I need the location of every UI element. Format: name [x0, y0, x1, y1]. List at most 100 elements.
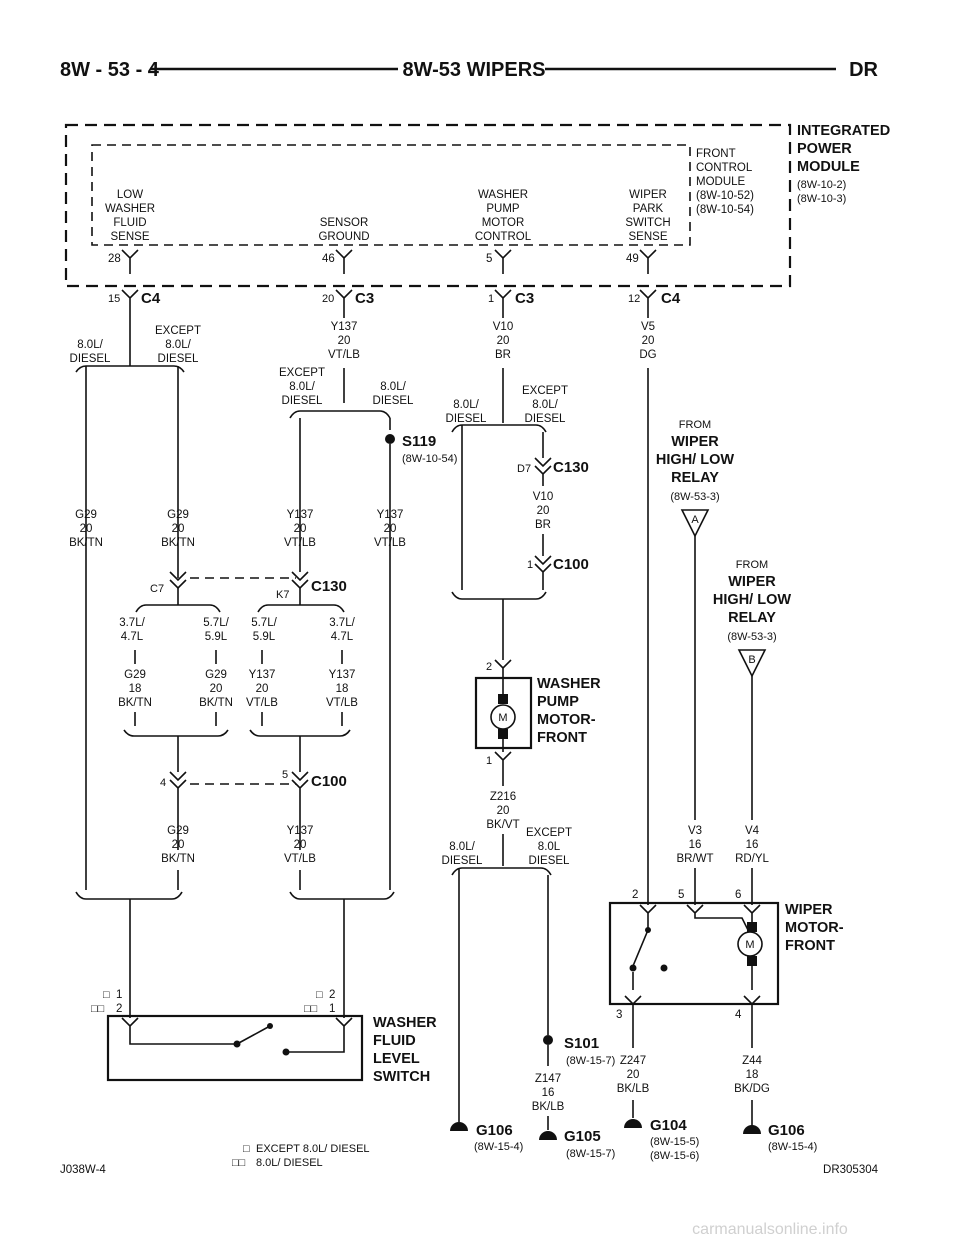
v10-option-split [451, 368, 547, 433]
v3-color: BR/WT [676, 853, 713, 865]
v10-except-label-1: EXCEPT [522, 385, 568, 397]
washer-fluid-switch-label: WASHER FLUID LEVEL SWITCH [373, 1015, 437, 1085]
v10-upper-color: BR [495, 349, 511, 361]
wiper-motor-label: WIPER MOTOR- FRONT [785, 902, 844, 954]
g106-left-ground-icon [450, 1122, 468, 1131]
g29-57-label-2: 5.9L [205, 631, 228, 643]
pump-label-2: PUMP [537, 694, 579, 710]
wiper-pin-6: 6 [735, 889, 741, 901]
pin-49-label-4: SENSE [629, 231, 668, 243]
switch-pin-a-double-box: □□ [91, 1003, 105, 1015]
module-pins: 28 46 5 49 [108, 249, 657, 274]
y137-except-code: Y137 [287, 509, 314, 521]
c7-cavity: C7 [150, 583, 164, 595]
g106-left-name: G106 [476, 1122, 513, 1139]
g106-right-ref: (8W-15-4) [768, 1141, 817, 1153]
c130-connector-upper: C130 [553, 459, 589, 476]
pin-49-terminal [639, 249, 657, 274]
c100-pin-5 [291, 771, 309, 850]
g106-left-ref: (8W-15-4) [474, 1141, 523, 1153]
y137-lower-color: VT/LB [284, 853, 316, 865]
ipm-line-3: MODULE [797, 159, 860, 175]
z216-color: BK/VT [486, 819, 519, 831]
y137-20b-gauge: 20 [256, 683, 269, 695]
s119-splice-dot [385, 434, 395, 444]
y137-37-label-2: 4.7L [331, 631, 354, 643]
v4-code: V4 [745, 825, 760, 837]
pin-28-label-2: WASHER [105, 203, 155, 215]
fcm-line-3: MODULE [696, 176, 746, 188]
relay-b-name-1: WIPER [728, 574, 776, 590]
z216-option-split [451, 834, 552, 876]
y137-57-label-1: 5.7L/ [251, 617, 277, 629]
pump-label-1: WASHER [537, 676, 601, 692]
g29-18-color: BK/TN [118, 697, 152, 709]
g29-diesel-label-2: DIESEL [70, 353, 112, 365]
y137-upper-gauge: 20 [338, 335, 351, 347]
v5-labels: V5 20 DG [639, 321, 656, 361]
v5-gauge: 20 [642, 335, 655, 347]
pin-46-terminal [335, 249, 353, 274]
relay-a-name-3: RELAY [671, 470, 719, 486]
legend-double-box: □□ [232, 1157, 246, 1169]
washer-fluid-switch-wiring [121, 1017, 353, 1053]
fcm-ref-1: (8W-10-52) [696, 190, 754, 202]
y137-57-label-2: 5.9L [253, 631, 276, 643]
v3-v4-labels: V3 16 BR/WT V4 16 RD/YL [676, 825, 769, 865]
wiper-ground-stubs [632, 1100, 753, 1126]
g29-lower-gauge: 20 [172, 839, 185, 851]
switch-label-1: WASHER [373, 1015, 437, 1031]
relay-b-letter: B [748, 654, 755, 666]
y137-18-color: VT/LB [326, 697, 358, 709]
c100-connector-lower: C100 [311, 773, 347, 790]
header-page-number: 8W - 53 - 4 [60, 59, 160, 81]
pump-brush-bottom [498, 729, 508, 739]
park-switch-pivot [629, 964, 637, 972]
y137-upper-code: Y137 [331, 321, 358, 333]
ipm-ref-1: (8W-10-2) [797, 179, 846, 191]
z216-labels: Z216 20 BK/VT 8.0L/ DIESEL EXCEPT 8.0L D… [442, 791, 572, 867]
switch-pin-b-single-box: □ [316, 989, 323, 1001]
z216-diesel-label-2: DIESEL [442, 855, 484, 867]
k7-cavity: K7 [276, 589, 289, 601]
g29-20b-color: BK/TN [199, 697, 233, 709]
park-switch-blade [632, 929, 649, 967]
pump-pin-2: 2 [486, 661, 492, 673]
wiper-pin-5-terminal [686, 904, 749, 931]
z147-labels: Z147 16 BK/LB [532, 1073, 565, 1113]
relay-a-reference: FROM WIPER HIGH/ LOW RELAY (8W-53-3) [656, 419, 734, 503]
c3-cavity-1: 1 [488, 293, 494, 305]
g29-except-label-1: EXCEPT [155, 325, 201, 337]
z147-gauge: 16 [542, 1087, 555, 1099]
c4-15-wire-stub [121, 289, 139, 352]
v10-upper-code: V10 [493, 321, 513, 333]
y137-engine-join [249, 729, 351, 772]
g106-right-ground-icon [743, 1125, 761, 1134]
v5-code: V5 [641, 321, 655, 333]
y137-option-split [289, 368, 391, 419]
pin-5-terminal [494, 249, 512, 274]
v10-upper-labels: V10 20 BR 8.0L/ DIESEL EXCEPT 8.0L/ DIES… [446, 321, 568, 425]
y137-18-code: Y137 [329, 669, 356, 681]
z216-gauge: 20 [497, 805, 510, 817]
pin-49-label-3: SWITCH [625, 217, 670, 229]
relay-a-from: FROM [679, 419, 711, 431]
park-switch-contact-right [660, 964, 668, 972]
pump-motor-symbol: M [498, 712, 507, 724]
pin-28-label-3: FLUID [113, 217, 146, 229]
legend-except-text: EXCEPT 8.0L/ DIESEL [256, 1143, 370, 1155]
pin-5-label-4: CONTROL [475, 231, 532, 243]
washer-fluid-switch-box [106, 1014, 364, 1082]
c100-connector-upper: C100 [553, 556, 589, 573]
y137-final-join [289, 891, 395, 1018]
watermark: carmanualsonline.info [692, 1221, 848, 1238]
v4-color: RD/YL [735, 853, 769, 865]
c3-cavity-20: 20 [322, 293, 334, 305]
c3-20-wire-stub [335, 289, 353, 318]
z44-code: Z44 [742, 1055, 762, 1067]
g29-final-join [75, 891, 183, 1018]
g29-engine-labels: 3.7L/ 4.7L 5.7L/ 5.9L G29 18 BK/TN G29 2… [118, 617, 233, 709]
lower-left-wire-labels: G29 20 BK/TN Y137 20 VT/LB [161, 825, 316, 865]
z247-code: Z247 [620, 1055, 646, 1067]
v3-v4-lower-wires [694, 868, 753, 905]
